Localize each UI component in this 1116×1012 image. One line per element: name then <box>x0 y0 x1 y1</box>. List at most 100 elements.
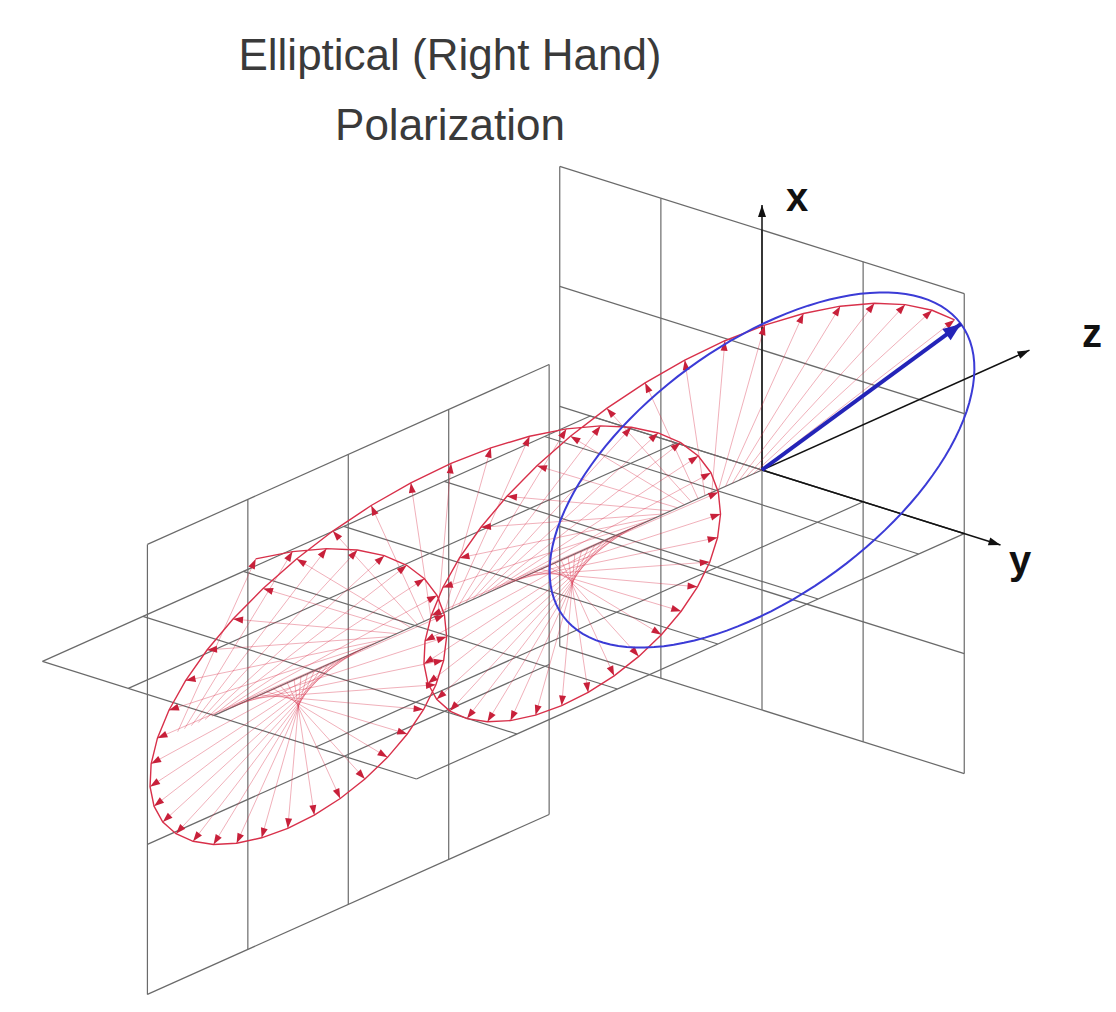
arrowhead <box>583 682 590 692</box>
arrowhead <box>426 682 436 689</box>
arrowhead <box>648 433 658 442</box>
field-vector <box>371 506 424 622</box>
arrowhead <box>163 813 173 822</box>
arrowhead <box>687 582 697 589</box>
arrowhead <box>443 581 454 588</box>
arrowhead <box>622 427 631 437</box>
field-vector <box>739 303 874 480</box>
field-vector <box>288 677 301 829</box>
arrowhead <box>284 552 292 562</box>
grid-line <box>348 454 349 904</box>
arrowhead <box>700 559 710 566</box>
field-vector <box>712 341 725 493</box>
arrowhead <box>397 565 407 574</box>
field-vector <box>459 517 657 558</box>
arrowhead <box>434 615 445 622</box>
field-vector <box>753 310 932 474</box>
arrowhead <box>700 473 710 481</box>
field-vector <box>513 514 720 581</box>
arrowhead <box>375 556 385 565</box>
arrowhead <box>428 675 438 684</box>
arrowhead <box>485 448 492 459</box>
field-vector <box>443 520 650 587</box>
grid-line <box>243 571 617 689</box>
arrowhead <box>333 788 340 799</box>
arrowhead <box>559 695 566 705</box>
arrowhead <box>896 305 905 315</box>
grid-line <box>344 526 718 644</box>
arrowhead <box>433 659 444 666</box>
field-vector <box>428 532 623 683</box>
arrowhead <box>671 443 681 452</box>
grid-line <box>416 534 964 779</box>
field-vector <box>725 314 803 487</box>
arrowhead <box>607 408 616 418</box>
arrowhead <box>796 314 803 325</box>
arrowhead <box>151 756 161 764</box>
arrowhead <box>356 769 365 779</box>
axis-arrowhead <box>758 205 766 217</box>
field-vector <box>239 637 446 704</box>
arrowhead <box>866 303 875 313</box>
arrowhead <box>348 550 357 560</box>
arrowhead <box>371 506 378 517</box>
arrowhead <box>233 616 243 623</box>
field-vector <box>562 554 575 706</box>
field-vector <box>762 324 961 470</box>
arrowhead <box>427 595 437 603</box>
arrowhead <box>150 778 160 786</box>
arrowhead <box>592 426 601 436</box>
field-vector <box>431 523 643 615</box>
field-vector <box>333 531 418 624</box>
field-vector <box>263 588 404 630</box>
grid-line <box>147 544 148 994</box>
arrowhead <box>645 383 652 394</box>
arrowhead <box>176 824 185 834</box>
arrowhead <box>447 463 454 473</box>
arrowhead <box>333 531 342 541</box>
arrowhead <box>414 579 424 587</box>
grid-line <box>560 526 964 653</box>
field-vector <box>297 559 411 628</box>
arrowhead <box>263 588 274 595</box>
field-vector <box>438 463 451 615</box>
arrowhead <box>214 834 222 844</box>
arrowhead <box>207 646 217 653</box>
arrowhead <box>397 728 408 735</box>
field-vector <box>645 383 698 499</box>
arrowhead <box>193 831 202 841</box>
arrowhead <box>537 465 548 472</box>
arrowhead <box>248 559 255 570</box>
field-vector <box>176 661 335 834</box>
grid-line <box>147 664 549 844</box>
arrowhead <box>535 705 542 716</box>
arrowhead <box>922 310 932 319</box>
field-vector <box>424 529 630 664</box>
arrowhead <box>169 704 180 711</box>
field-vector <box>746 305 905 478</box>
arrowhead <box>318 549 327 559</box>
arrowhead <box>309 805 316 815</box>
arrowhead <box>651 627 661 635</box>
field-vector <box>481 514 664 527</box>
arrowhead <box>436 637 447 644</box>
arrowhead <box>707 536 718 543</box>
arrowhead <box>507 494 517 501</box>
arrowhead <box>759 325 766 336</box>
axis-arrowhead <box>1017 350 1030 359</box>
axis-label: y <box>1009 540 1031 580</box>
arrowhead <box>413 705 423 712</box>
arrowhead <box>467 709 476 719</box>
grid-line <box>128 443 676 688</box>
field-vector <box>178 559 256 732</box>
field-vector <box>154 655 349 806</box>
arrowhead <box>431 608 442 615</box>
field-vector <box>185 552 293 729</box>
axis-label: x <box>786 177 808 217</box>
field-vector <box>732 306 840 483</box>
field-vector <box>500 473 711 588</box>
arrowhead <box>522 436 529 447</box>
grid-line <box>214 470 762 715</box>
